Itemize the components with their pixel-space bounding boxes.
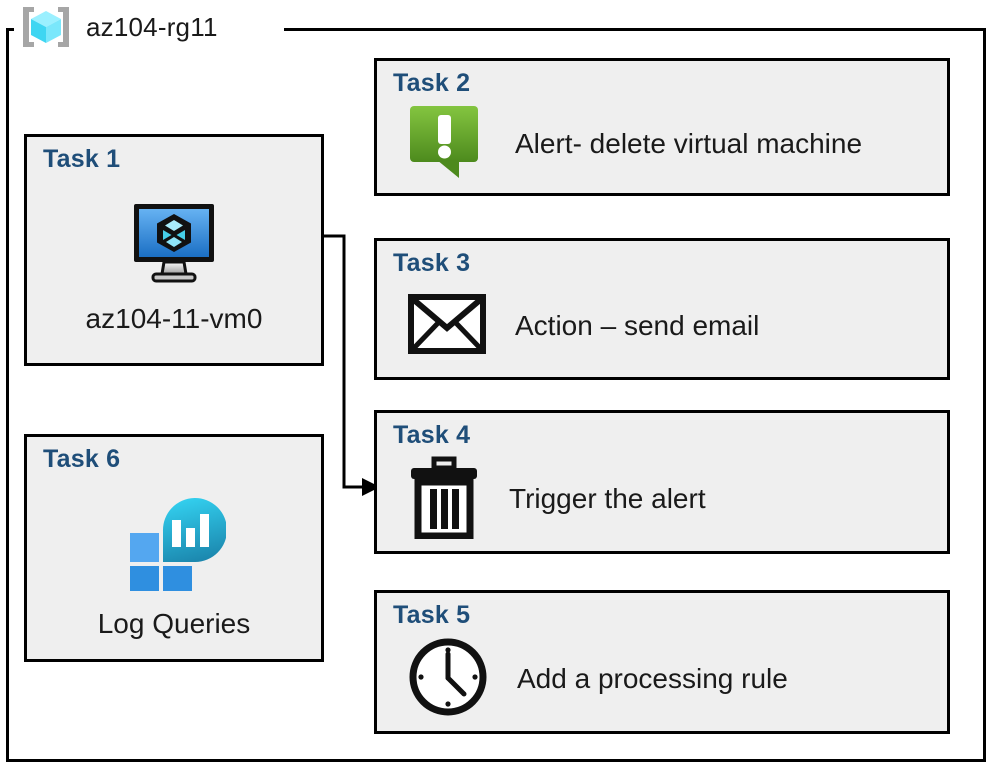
task-6-card[interactable]: Task 6: [24, 434, 324, 662]
task-4-card[interactable]: Task 4 Trigger the alert: [374, 410, 950, 554]
task-2-title: Task 2: [393, 69, 471, 97]
resource-group-cube-icon: [14, 4, 78, 50]
clock-icon: [407, 636, 489, 723]
resource-group-title-gap: [14, 18, 284, 40]
resource-group-header: az104-rg11: [14, 2, 218, 52]
log-analytics-icon: [122, 491, 227, 596]
task-2-card[interactable]: Task 2 Alert- delete virtual machin: [374, 58, 950, 196]
task-4-label: Trigger the alert: [509, 483, 706, 514]
task-4-title: Task 4: [393, 421, 471, 449]
task-6-title: Task 6: [43, 445, 121, 473]
task-2-label: Alert- delete virtual machine: [515, 128, 863, 159]
task-1-card[interactable]: Task 1: [24, 134, 324, 366]
alert-exclamation-icon: [407, 102, 487, 187]
task-5-card[interactable]: Task 5 Add a processing rule: [374, 590, 950, 734]
task-1-label: az104-11-vm0: [85, 302, 263, 334]
task-6-label: Log Queries: [97, 607, 251, 639]
task-5-label: Add a processing rule: [517, 663, 788, 694]
virtual-machine-icon: [128, 200, 220, 291]
resource-group-name: az104-rg11: [86, 12, 218, 42]
email-envelope-icon: [407, 293, 487, 360]
task-3-title: Task 3: [393, 249, 471, 277]
resource-group-frame: [6, 28, 986, 762]
trash-delete-icon: [407, 455, 481, 544]
task-1-title: Task 1: [43, 145, 121, 173]
task-3-label: Action – send email: [515, 310, 760, 341]
task-3-card[interactable]: Task 3 Action – send email: [374, 238, 950, 380]
task-5-title: Task 5: [393, 601, 471, 629]
